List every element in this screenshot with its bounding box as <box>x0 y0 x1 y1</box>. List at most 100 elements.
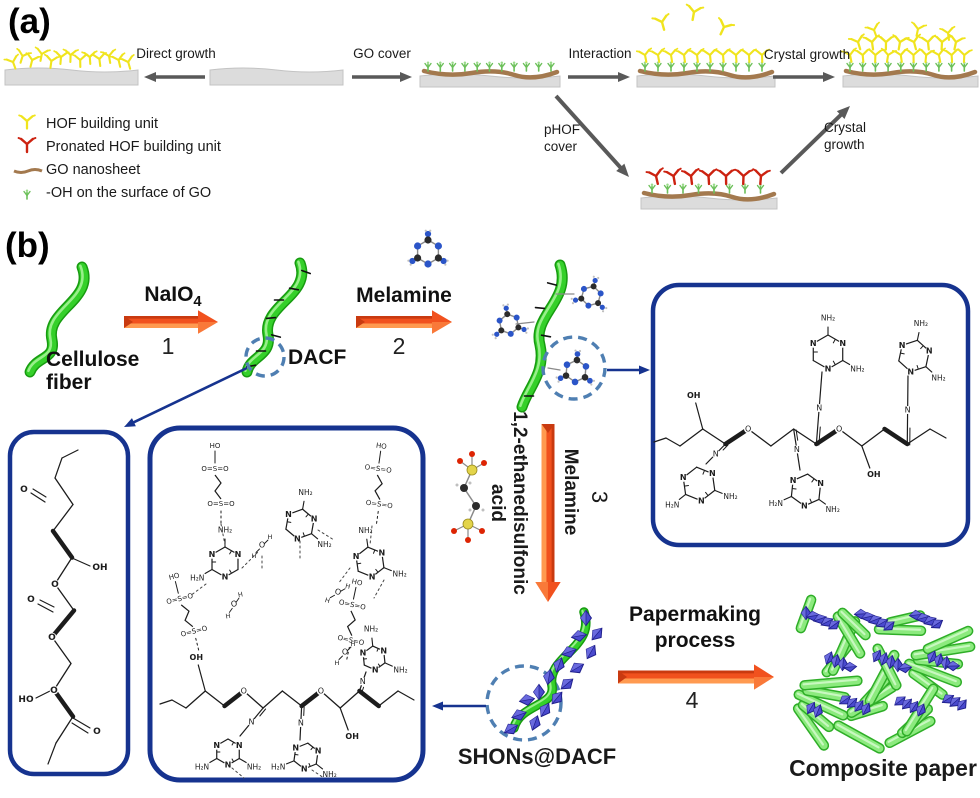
svg-text:HO: HO <box>18 695 34 705</box>
go-nanosheet-icon <box>10 160 46 180</box>
svg-text:N: N <box>301 764 308 773</box>
legend-item-pronated-hof: Pronated HOF building unit <box>10 135 221 158</box>
legend-label: HOF building unit <box>46 115 159 132</box>
svg-text:H₂N: H₂N <box>271 763 285 772</box>
svg-text:N: N <box>360 649 367 658</box>
svg-text:N: N <box>292 744 299 753</box>
svg-text:NH₂: NH₂ <box>247 763 261 772</box>
hof-building-unit-icon <box>10 113 46 134</box>
svg-text:H₂N: H₂N <box>195 763 209 772</box>
legend-label: GO nanosheet <box>46 161 141 178</box>
svg-text:N: N <box>825 365 832 374</box>
svg-text:O: O <box>27 595 35 605</box>
svg-text:O=S=O: O=S=O <box>207 500 235 508</box>
svg-text:H: H <box>324 596 331 605</box>
svg-text:N: N <box>372 666 379 675</box>
svg-text:N: N <box>905 406 911 415</box>
svg-text:N: N <box>369 572 376 581</box>
svg-text:O: O <box>20 485 28 495</box>
svg-text:N: N <box>209 550 216 559</box>
svg-text:HO: HO <box>351 577 364 587</box>
svg-text:O: O <box>50 686 58 696</box>
oh-group-icon <box>10 183 46 203</box>
svg-text:O: O <box>51 580 59 590</box>
svg-text:H: H <box>225 612 231 621</box>
svg-text:O=S=O: O=S=O <box>201 465 229 473</box>
svg-text:N: N <box>790 476 797 485</box>
svg-text:N: N <box>294 534 301 543</box>
triazine-ring: N N N NH₂ H₂N <box>195 738 261 772</box>
legend-label: -OH on the surface of GO <box>46 184 212 201</box>
svg-text:OH: OH <box>190 653 204 662</box>
svg-text:NH₂: NH₂ <box>914 319 928 328</box>
svg-text:NH₂: NH₂ <box>218 526 232 535</box>
svg-text:HO: HO <box>210 442 221 450</box>
svg-text:NH₂: NH₂ <box>821 314 835 323</box>
svg-text:NH₂: NH₂ <box>723 492 737 501</box>
interaction-label: Interaction <box>568 46 632 61</box>
svg-text:N: N <box>315 747 322 756</box>
legend-item-oh-group: -OH on the surface of GO <box>10 181 221 204</box>
step-4-number: 4 <box>685 687 699 713</box>
legend-item-hof: HOF building unit <box>10 112 221 135</box>
svg-text:N: N <box>311 514 318 523</box>
composite-paper-mesh <box>792 594 976 754</box>
crystal-growth-branch-label: Crystal growth <box>824 120 867 152</box>
papermaking-process-label: Papermaking process <box>629 603 761 653</box>
panel-b-label: (b) <box>5 226 50 265</box>
crystal-growth-top-label: Crystal growth <box>763 47 851 62</box>
svg-text:N: N <box>794 445 800 454</box>
cellulose-fiber-label: Cellulose fiber <box>46 348 140 395</box>
panel-a <box>3 3 979 210</box>
svg-text:N: N <box>907 367 914 376</box>
svg-text:N: N <box>249 718 255 727</box>
svg-text:N: N <box>225 761 232 770</box>
melamine-dacf-structure-box <box>650 282 971 548</box>
svg-text:N: N <box>360 677 366 686</box>
svg-text:N: N <box>680 473 687 482</box>
svg-text:N: N <box>801 502 808 511</box>
svg-text:O: O <box>836 425 842 434</box>
svg-text:N: N <box>713 450 719 459</box>
direct-growth-label: Direct growth <box>136 46 216 61</box>
svg-text:N: N <box>816 404 822 413</box>
shons-dacf-label: SHONs@DACF <box>457 744 617 769</box>
svg-text:H: H <box>335 659 340 667</box>
svg-text:HO: HO <box>375 442 387 451</box>
svg-text:N: N <box>235 550 242 559</box>
svg-text:N: N <box>236 741 243 750</box>
svg-text:NH₂: NH₂ <box>931 374 945 383</box>
ethanedisulfonic-acid-label: 1,2-ethanedisulfonic acid <box>487 411 530 595</box>
svg-text:O: O <box>318 687 324 696</box>
composite-paper-label: Composite paper <box>789 755 977 781</box>
dacf-label: DACF <box>288 346 347 369</box>
svg-text:N: N <box>380 647 387 656</box>
svg-text:H₂N: H₂N <box>665 500 679 509</box>
step-1-number: 1 <box>161 333 175 359</box>
svg-text:H₂N: H₂N <box>190 574 204 583</box>
svg-text:N: N <box>810 339 817 348</box>
svg-text:NH₂: NH₂ <box>298 488 312 497</box>
svg-text:N: N <box>353 552 360 561</box>
naio4-label: NaIO4 <box>144 283 201 310</box>
svg-text:NH₂: NH₂ <box>826 505 840 514</box>
svg-text:N: N <box>899 341 906 350</box>
svg-text:NH₂: NH₂ <box>393 569 407 578</box>
svg-text:N: N <box>213 741 220 750</box>
svg-text:O: O <box>745 425 751 434</box>
svg-text:OH: OH <box>345 732 359 741</box>
svg-text:NH₂: NH₂ <box>393 665 407 674</box>
